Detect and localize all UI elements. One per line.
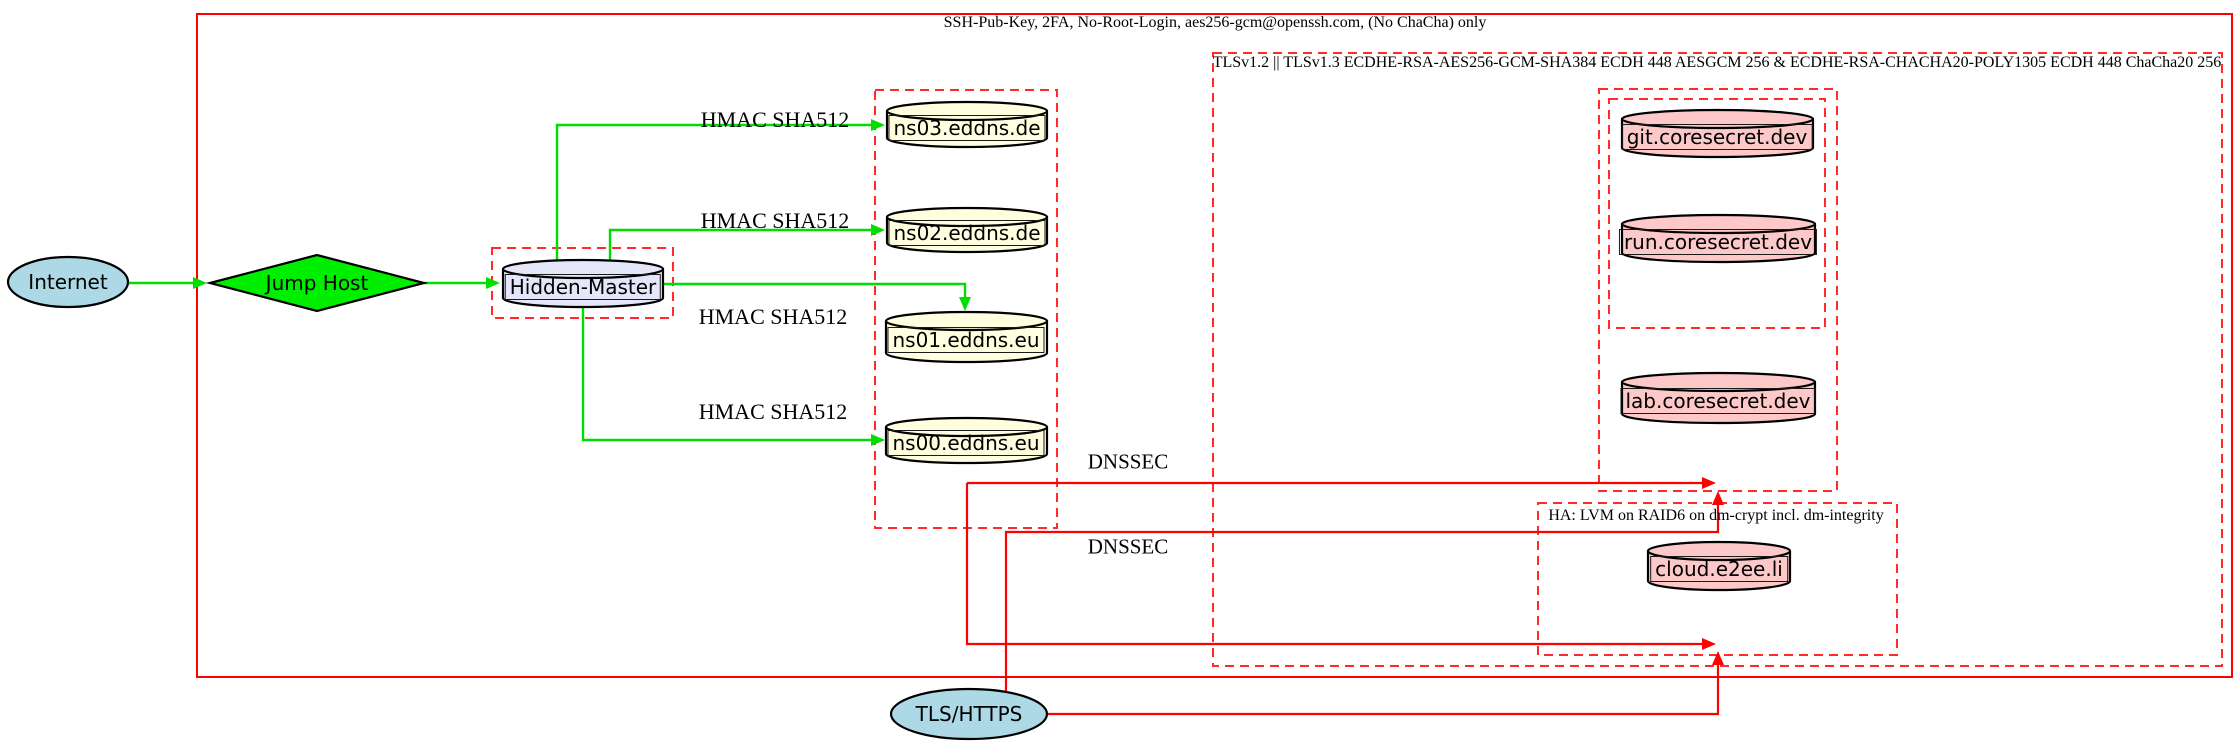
node-ns01-label: ns01.eddns.eu [887,327,1045,353]
green-arrowheads [193,119,971,446]
node-ns00-label: ns00.eddns.eu [887,430,1045,456]
edge-tlshttps-coresecret [1004,504,1720,696]
node-cloud-cylinder [1646,540,1792,592]
edge-label-hmac-ns01: HMAC SHA512 [698,304,848,329]
edge-label-hmac-ns02: HMAC SHA512 [700,208,850,233]
node-cloud-label: cloud.e2ee.li [1650,556,1788,582]
arrowhead-hiddenmaster [486,277,500,289]
node-run-label: run.coresecret.dev [1618,229,1818,255]
red-arrowheads [1702,477,1724,665]
arrowhead-ha-up [1712,651,1724,665]
edge-dnssec-ha [965,483,1703,646]
arrowhead-ns00 [871,434,885,446]
node-ns01-cylinder [884,310,1049,364]
edge-hiddenmaster-ns00 [581,306,872,442]
edge-label-dnssec-2: DNSSEC [1087,534,1169,559]
cluster-tls-label: TLSv1.2 || TLSv1.3 ECDHE-RSA-AES256-GCM-… [1212,54,2222,71]
node-run-cylinder [1620,213,1817,264]
node-tlshttps-ellipse [889,687,1049,741]
cluster-ssh-label: SSH-Pub-Key, 2FA, No-Root-Login, aes256-… [943,14,1487,31]
node-jumphost-label: Jump Host [265,271,369,295]
cluster-ha-label: HA: LVM on RAID6 on dm-crypt incl. dm-in… [1548,507,1884,524]
edge-label-hmac-ns00: HMAC SHA512 [698,399,848,424]
arrowhead-ns01 [959,297,971,311]
edge-hiddenmaster-ns01 [663,282,967,298]
node-ns02-label: ns02.eddns.de [888,220,1046,246]
node-ns02-cylinder [885,206,1049,254]
arrowhead-coresecret-right [1702,477,1716,489]
node-internet-label: Internet [28,270,108,294]
node-internet-ellipse [6,255,130,309]
node-ns03-label: ns03.eddns.de [888,115,1046,141]
node-ns00-cylinder [884,416,1049,465]
edge-hiddenmaster-ns02 [608,228,872,261]
node-hidden-master-cylinder [501,258,665,309]
arrowhead-jumphost [193,277,207,289]
cylinder-nodes [501,100,1817,592]
arrowhead-coresecret-up [1712,491,1724,505]
edge-tlshttps-ha [1047,664,1720,716]
node-git-label: git.coresecret.dev [1621,124,1813,150]
arrowhead-ha-right [1702,638,1716,650]
edge-label-hmac-ns03: HMAC SHA512 [700,107,850,132]
red-edges [965,481,1720,716]
node-git-cylinder [1620,108,1815,159]
cluster-coresecret-inner-box [1608,98,1826,329]
arrowhead-ns02 [871,224,885,236]
node-jumphost-diamond [205,253,429,313]
edge-hiddenmaster-ns03 [555,123,872,261]
edge-label-dnssec-1: DNSSEC [1087,449,1169,474]
node-tlshttps-label: TLS/HTTPS [915,702,1023,726]
node-hidden-master-label: Hidden-Master [504,274,662,300]
cluster-ssh-box [196,13,2233,678]
arrowhead-ns03 [871,119,885,131]
node-lab-cylinder [1620,371,1817,425]
node-lab-label: lab.coresecret.dev [1620,388,1816,414]
green-edges [128,123,967,442]
